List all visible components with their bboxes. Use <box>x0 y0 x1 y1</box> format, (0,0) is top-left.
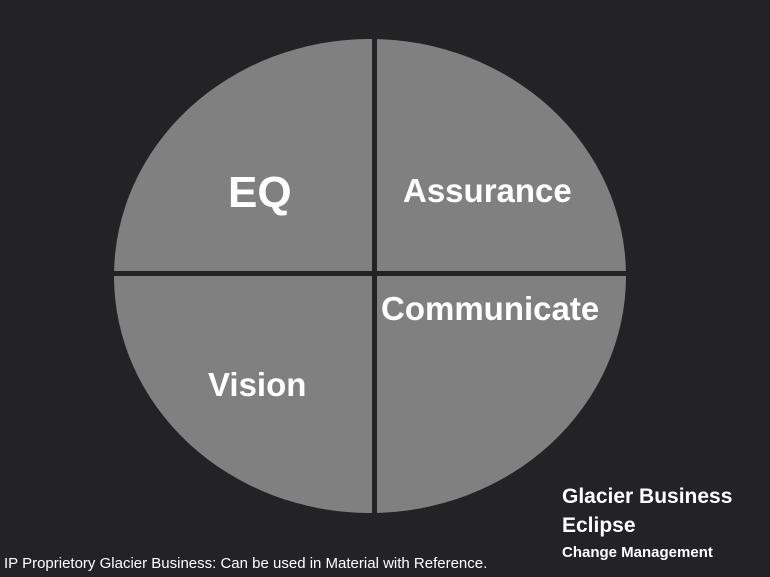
quadrant-label-communicate: Communicate <box>381 290 600 327</box>
horizontal-divider <box>110 271 632 276</box>
quadrant-label-assurance: Assurance <box>403 172 572 209</box>
brand-subtitle: Change Management <box>562 544 713 561</box>
vertical-divider <box>372 35 377 520</box>
footer-note: IP Proprietory Glacier Business: Can be … <box>4 555 488 572</box>
quadrant-label-vision: Vision <box>208 366 307 403</box>
quadrant-label-eq: EQ <box>228 168 292 217</box>
brand-line1: Glacier Business <box>562 485 733 508</box>
brand-line2: Eclipse <box>562 514 636 537</box>
